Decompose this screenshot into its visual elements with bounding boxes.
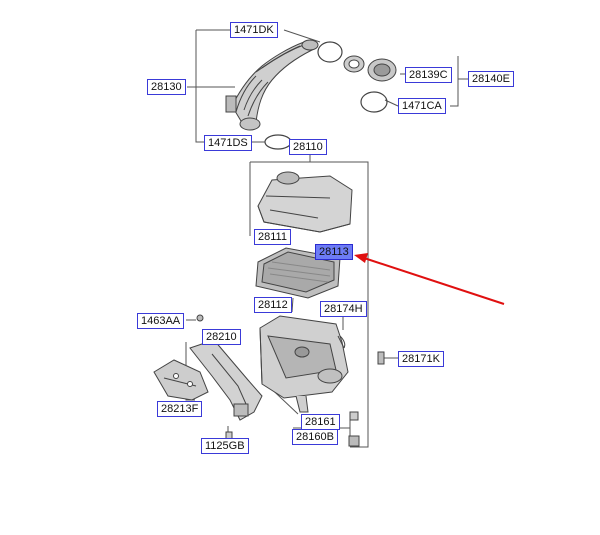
part-label-28139C[interactable]: 28139C (405, 67, 452, 83)
part-label-1463AA[interactable]: 1463AA (137, 313, 185, 329)
part-label-28213F[interactable]: 28213F (157, 401, 203, 417)
part-label-28140E[interactable]: 28140E (468, 71, 514, 87)
part-label-28171K[interactable]: 28171K (398, 351, 444, 367)
part-label-28210[interactable]: 28210 (202, 329, 241, 345)
mounting-bracket (189, 339, 263, 421)
part-label-28160B[interactable]: 28160B (292, 429, 338, 445)
air-cleaner-body (259, 315, 349, 413)
part-label-28161[interactable]: 28161 (301, 414, 340, 430)
part-label-1125GB[interactable]: 1125GB (201, 438, 249, 454)
filter-element (255, 247, 341, 299)
part-label-1471CA[interactable]: 1471CA (398, 98, 446, 114)
part-label-1471DS[interactable]: 1471DS (204, 135, 252, 151)
resonator-parts (343, 55, 397, 82)
part-label-28110[interactable]: 28110 (289, 139, 327, 155)
part-label-28112[interactable]: 28112 (254, 297, 292, 313)
part-label-28111[interactable]: 28111 (254, 229, 291, 245)
part-label-1471DK[interactable]: 1471DK (230, 22, 278, 38)
highlight-pointer-arrow (354, 253, 505, 305)
intake-hose (225, 39, 319, 131)
part-label-28113[interactable]: 28113 (315, 244, 353, 260)
air-cleaner-cover (257, 171, 353, 233)
part-label-28174H[interactable]: 28174H (320, 301, 367, 317)
lower-bracket (153, 359, 209, 401)
part-label-28130[interactable]: 28130 (147, 79, 186, 95)
